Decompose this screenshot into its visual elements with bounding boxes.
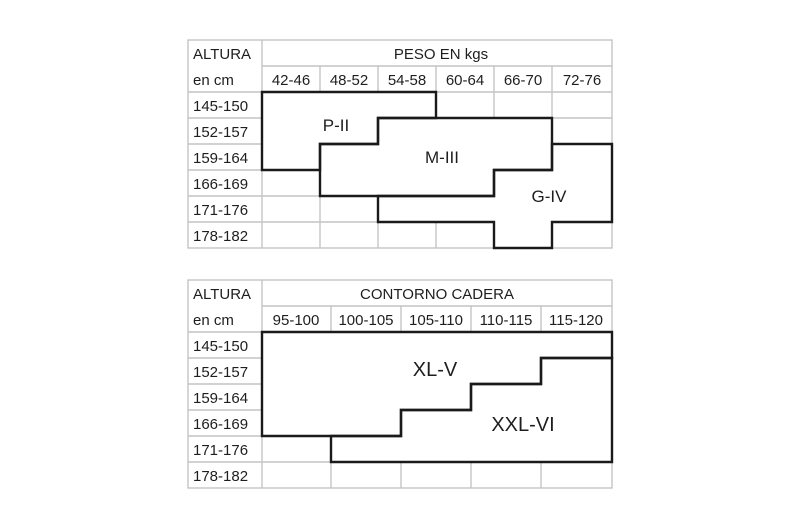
zone-xxl-vi [329, 356, 614, 464]
weight-column-header: 72-76 [563, 72, 601, 89]
hip-row-header: 166-169 [193, 416, 248, 433]
hip-column-header: 105-110 [409, 312, 463, 329]
weight-row-header: 178-182 [193, 228, 248, 245]
hip-column-header: 95-100 [273, 312, 320, 329]
hip-row-header: 152-157 [193, 364, 248, 381]
weight-column-header: 48-52 [330, 72, 368, 89]
hip-corner-bottom: en cm [193, 312, 234, 329]
hip-row-header: 178-182 [193, 468, 248, 485]
hip-group-header: CONTORNO CADERA [360, 286, 514, 303]
weight-group-header: PESO EN kgs [394, 46, 488, 63]
size-label-m-iii: M-III [425, 148, 459, 167]
hip-row-header: 171-176 [193, 442, 248, 459]
size-label-xxl-vi: XXL-VI [491, 414, 554, 436]
hip-size-table: ALTURA en cm CONTORNO CADERA 95-100 100-… [187, 279, 614, 489]
weight-column-header: 66-70 [504, 72, 542, 89]
weight-size-table: ALTURA en cm PESO EN kgs 42-46 48-52 54-… [187, 39, 614, 250]
size-label-xl-v: XL-V [413, 359, 458, 381]
hip-row-header: 159-164 [193, 390, 248, 407]
weight-corner-top: ALTURA [193, 46, 251, 63]
weight-row-header: 152-157 [193, 124, 248, 141]
weight-column-header: 60-64 [446, 72, 484, 89]
hip-corner-top: ALTURA [193, 286, 251, 303]
weight-row-header: 145-150 [193, 98, 248, 115]
hip-column-header: 110-115 [480, 312, 533, 329]
weight-corner-bottom: en cm [193, 72, 234, 89]
weight-column-header: 54-58 [388, 72, 426, 89]
weight-row-header: 159-164 [193, 150, 248, 167]
weight-column-header: 42-46 [272, 72, 310, 89]
weight-row-header: 171-176 [193, 202, 248, 219]
weight-row-header: 166-169 [193, 176, 248, 193]
size-label-p-ii: P-II [323, 116, 349, 135]
hip-column-header: 115-120 [549, 312, 603, 329]
size-label-g-iv: G-IV [532, 187, 568, 206]
zone-g-iv [376, 142, 614, 250]
hip-column-header: 100-105 [338, 312, 393, 329]
hip-row-header: 145-150 [193, 338, 248, 355]
